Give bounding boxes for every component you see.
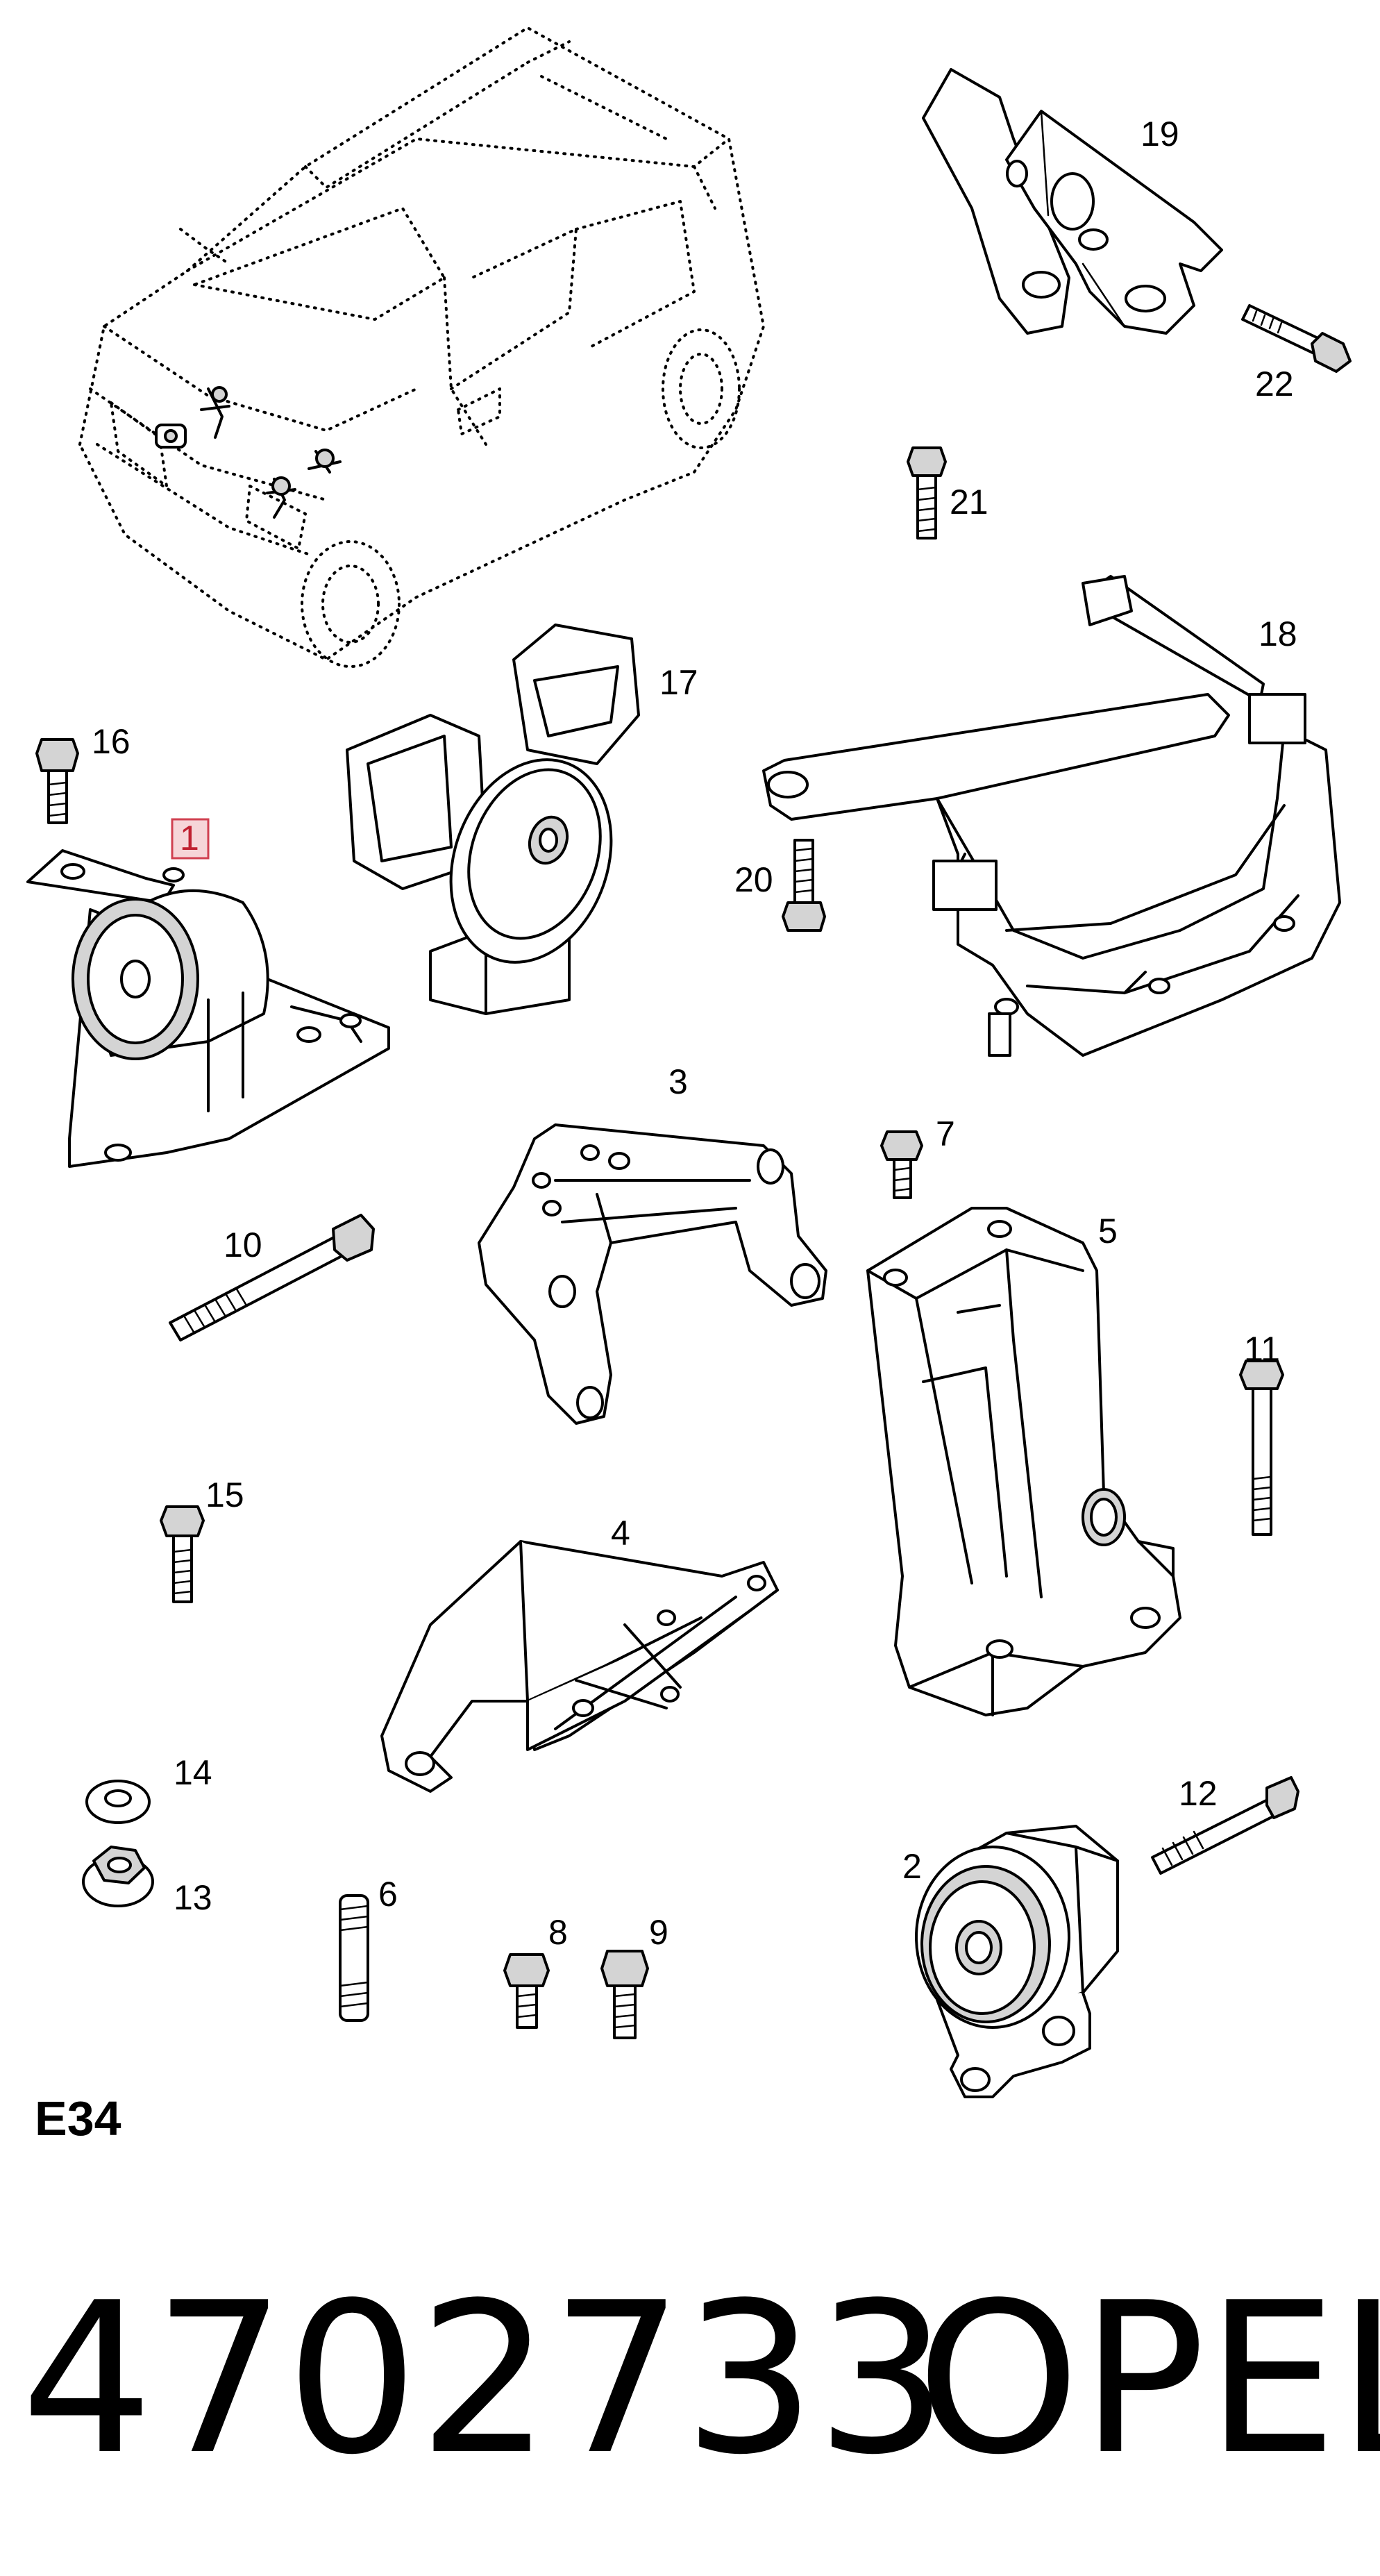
part-5-bracket xyxy=(866,1207,1181,1716)
part-22-bolt xyxy=(1241,304,1352,373)
vehicle-illustration xyxy=(78,26,765,668)
callout-labels: 19 22 21 18 17 16 1 20 3 7 5 10 11 15 4 … xyxy=(92,115,1297,1952)
part-20-bolt xyxy=(782,839,826,932)
callout-6: 6 xyxy=(378,1875,398,1914)
part-17-engine-mount xyxy=(346,624,640,1015)
callout-2: 2 xyxy=(902,1847,922,1886)
brand-name: OPEL xyxy=(916,2258,1380,2500)
part-21-bolt xyxy=(907,446,947,540)
callout-12: 12 xyxy=(1179,1774,1218,1813)
part-11-bolt xyxy=(1239,1360,1284,1536)
callout-14: 14 xyxy=(174,1753,212,1792)
callout-8: 8 xyxy=(548,1913,568,1952)
callout-5: 5 xyxy=(1098,1212,1118,1251)
part-19-bracket xyxy=(922,68,1223,335)
part-12-bolt xyxy=(1151,1776,1299,1875)
callout-11: 11 xyxy=(1244,1330,1280,1369)
part-8-bolt xyxy=(503,1953,550,2029)
callout-13: 13 xyxy=(174,1878,212,1917)
callout-19: 19 xyxy=(1141,115,1179,153)
callout-9: 9 xyxy=(649,1913,668,1952)
callout-1-highlight xyxy=(171,818,210,860)
part-4-bracket xyxy=(380,1540,779,1793)
callout-15: 15 xyxy=(205,1475,244,1514)
part-15-bolt xyxy=(160,1505,205,1603)
part-9-bolt xyxy=(600,1950,649,2039)
part-16-bolt xyxy=(35,738,79,824)
part-3-bracket xyxy=(478,1123,827,1425)
part-1-engine-mount xyxy=(26,849,390,1168)
part-number: 4702733 xyxy=(21,2258,948,2500)
part-18-crossmember xyxy=(762,575,1341,1057)
callout-18: 18 xyxy=(1259,614,1297,653)
callout-22: 22 xyxy=(1255,365,1294,403)
section-code: E34 xyxy=(35,2091,121,2146)
part-2-engine-mount xyxy=(915,1825,1119,2098)
part-7-bolt xyxy=(880,1130,923,1199)
callout-10: 10 xyxy=(224,1226,262,1264)
part-14-washer xyxy=(85,1780,151,1824)
callout-16: 16 xyxy=(92,722,131,761)
callout-3: 3 xyxy=(668,1062,688,1101)
part-13-nut xyxy=(82,1846,154,1907)
callout-4: 4 xyxy=(611,1514,630,1553)
part-6-stud xyxy=(339,1894,369,2022)
callout-7: 7 xyxy=(936,1114,955,1153)
callout-1: 1 xyxy=(180,819,199,858)
callout-20: 20 xyxy=(734,860,773,899)
callout-17: 17 xyxy=(659,663,698,702)
part-10-bolt xyxy=(169,1214,375,1341)
callout-21: 21 xyxy=(950,483,988,521)
